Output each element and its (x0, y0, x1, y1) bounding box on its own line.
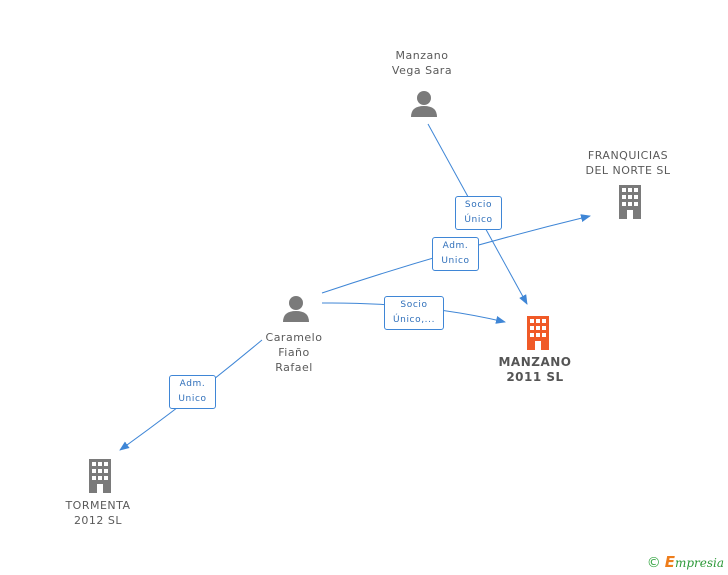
building-icon (527, 316, 549, 350)
empresia-watermark: ©Empresia (647, 553, 724, 571)
edge-label-line2: Único (464, 215, 493, 225)
node-tormenta[interactable]: TORMENTA 2012 SL (50, 498, 146, 528)
building-icon (89, 459, 111, 493)
node-franquicias[interactable]: FRANQUICIAS DEL NORTE SL (568, 148, 688, 178)
node-tormenta-line2: 2012 SL (73, 514, 123, 527)
node-vega-sara-line1: Manzano (395, 49, 449, 62)
node-caramelo[interactable]: Caramelo Fiaño Rafael (246, 330, 342, 375)
node-manzano-2011-line1: MANZANO (498, 355, 572, 369)
node-caramelo-line3: Rafael (275, 361, 313, 374)
node-caramelo-line1: Caramelo (265, 331, 323, 344)
edge-label-line1: Adm. (179, 379, 206, 389)
edge-label-line2: Unico (441, 256, 470, 266)
node-manzano-2011-line2: 2011 SL (506, 370, 564, 384)
edge-label-caramelo-to-tormenta[interactable]: Adm. Unico (169, 375, 216, 409)
edge-label-line1: Adm. (442, 241, 469, 251)
building-icon (619, 185, 641, 219)
edge-label-vega-to-manzano[interactable]: Socio Único (455, 196, 502, 230)
node-franquicias-line2: DEL NORTE SL (585, 164, 671, 177)
copyright-icon: © (646, 555, 661, 571)
edge-label-line2: Único,... (392, 315, 436, 325)
edge-label-line1: Socio (400, 300, 428, 310)
node-vega-sara-line2: Vega Sara (391, 64, 453, 77)
person-icon (283, 296, 309, 322)
node-franquicias-line1: FRANQUICIAS (587, 149, 669, 162)
node-tormenta-line1: TORMENTA (65, 499, 131, 512)
empresia-logo-initial: E (664, 553, 675, 571)
edge-label-line1: Socio (464, 200, 493, 210)
empresia-logo-text: mpresia (674, 556, 724, 570)
edge-label-caramelo-to-franquicias[interactable]: Adm. Unico (432, 237, 479, 271)
node-manzano-2011[interactable]: MANZANO 2011 SL (485, 355, 585, 385)
person-icon (411, 91, 437, 117)
edge-label-line2: Unico (178, 394, 207, 404)
edge-label-caramelo-to-manzano[interactable]: Socio Único,... (384, 296, 444, 330)
node-vega-sara[interactable]: Manzano Vega Sara (374, 48, 470, 78)
node-caramelo-line2: Fiaño (278, 346, 310, 359)
